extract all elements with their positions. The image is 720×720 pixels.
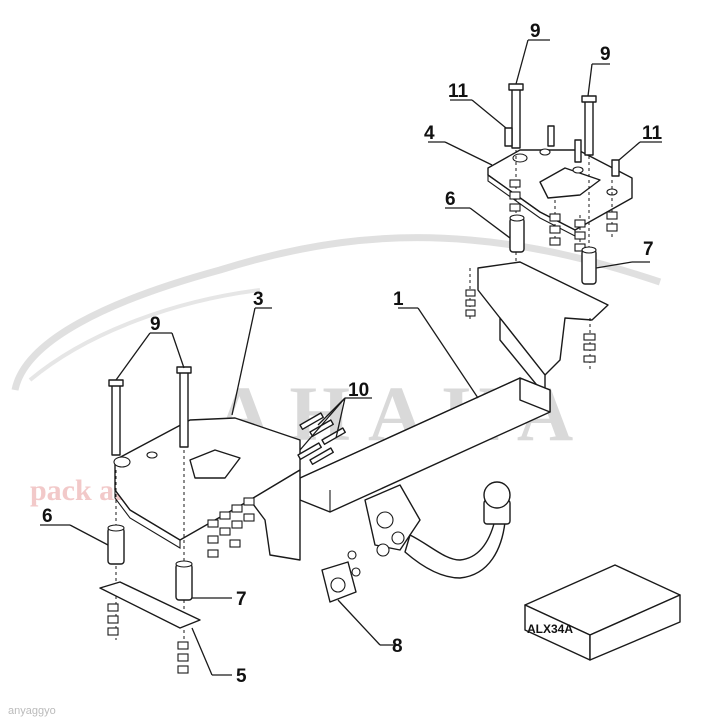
left-mounting-bracket [113,417,301,561]
callout-8: 8 [392,636,403,657]
right-spacer-tubes [509,214,597,285]
callout-9-left: 9 [150,314,161,335]
callout-4: 4 [424,123,435,144]
electrical-socket-plate [321,550,361,603]
leader-lines [40,39,662,676]
callout-11-left: 11 [448,81,469,102]
callout-10: 10 [348,380,369,401]
right-drop-plate [465,261,609,396]
left-spacer-tubes [107,524,193,601]
callout-6-right: 6 [445,189,456,210]
package-box: ALX34A [524,564,681,661]
callout-1: 1 [393,289,404,310]
callout-5: 5 [236,666,247,687]
watermark-car-outline [11,234,662,391]
callout-9-top-right: 9 [600,44,611,65]
tow-ball-assembly [364,481,511,579]
watermark-car-swoosh [28,288,261,382]
callout-7-left: 7 [236,589,247,610]
corner-label: anyaggyo [8,705,56,717]
box-label: ALX34A [527,622,573,636]
clamp-plate [99,581,201,674]
left-nut-cluster [207,497,255,558]
callout-numbers: 1 3 4 5 6 6 7 7 8 9 9 9 10 11 11 [42,21,663,687]
callout-3: 3 [253,289,264,310]
callout-11-right: 11 [642,123,663,144]
main-cross-beam [299,377,551,513]
callout-6-left: 6 [42,506,53,527]
callout-9-top-left: 9 [530,21,541,42]
callout-7-right: 7 [643,239,654,260]
